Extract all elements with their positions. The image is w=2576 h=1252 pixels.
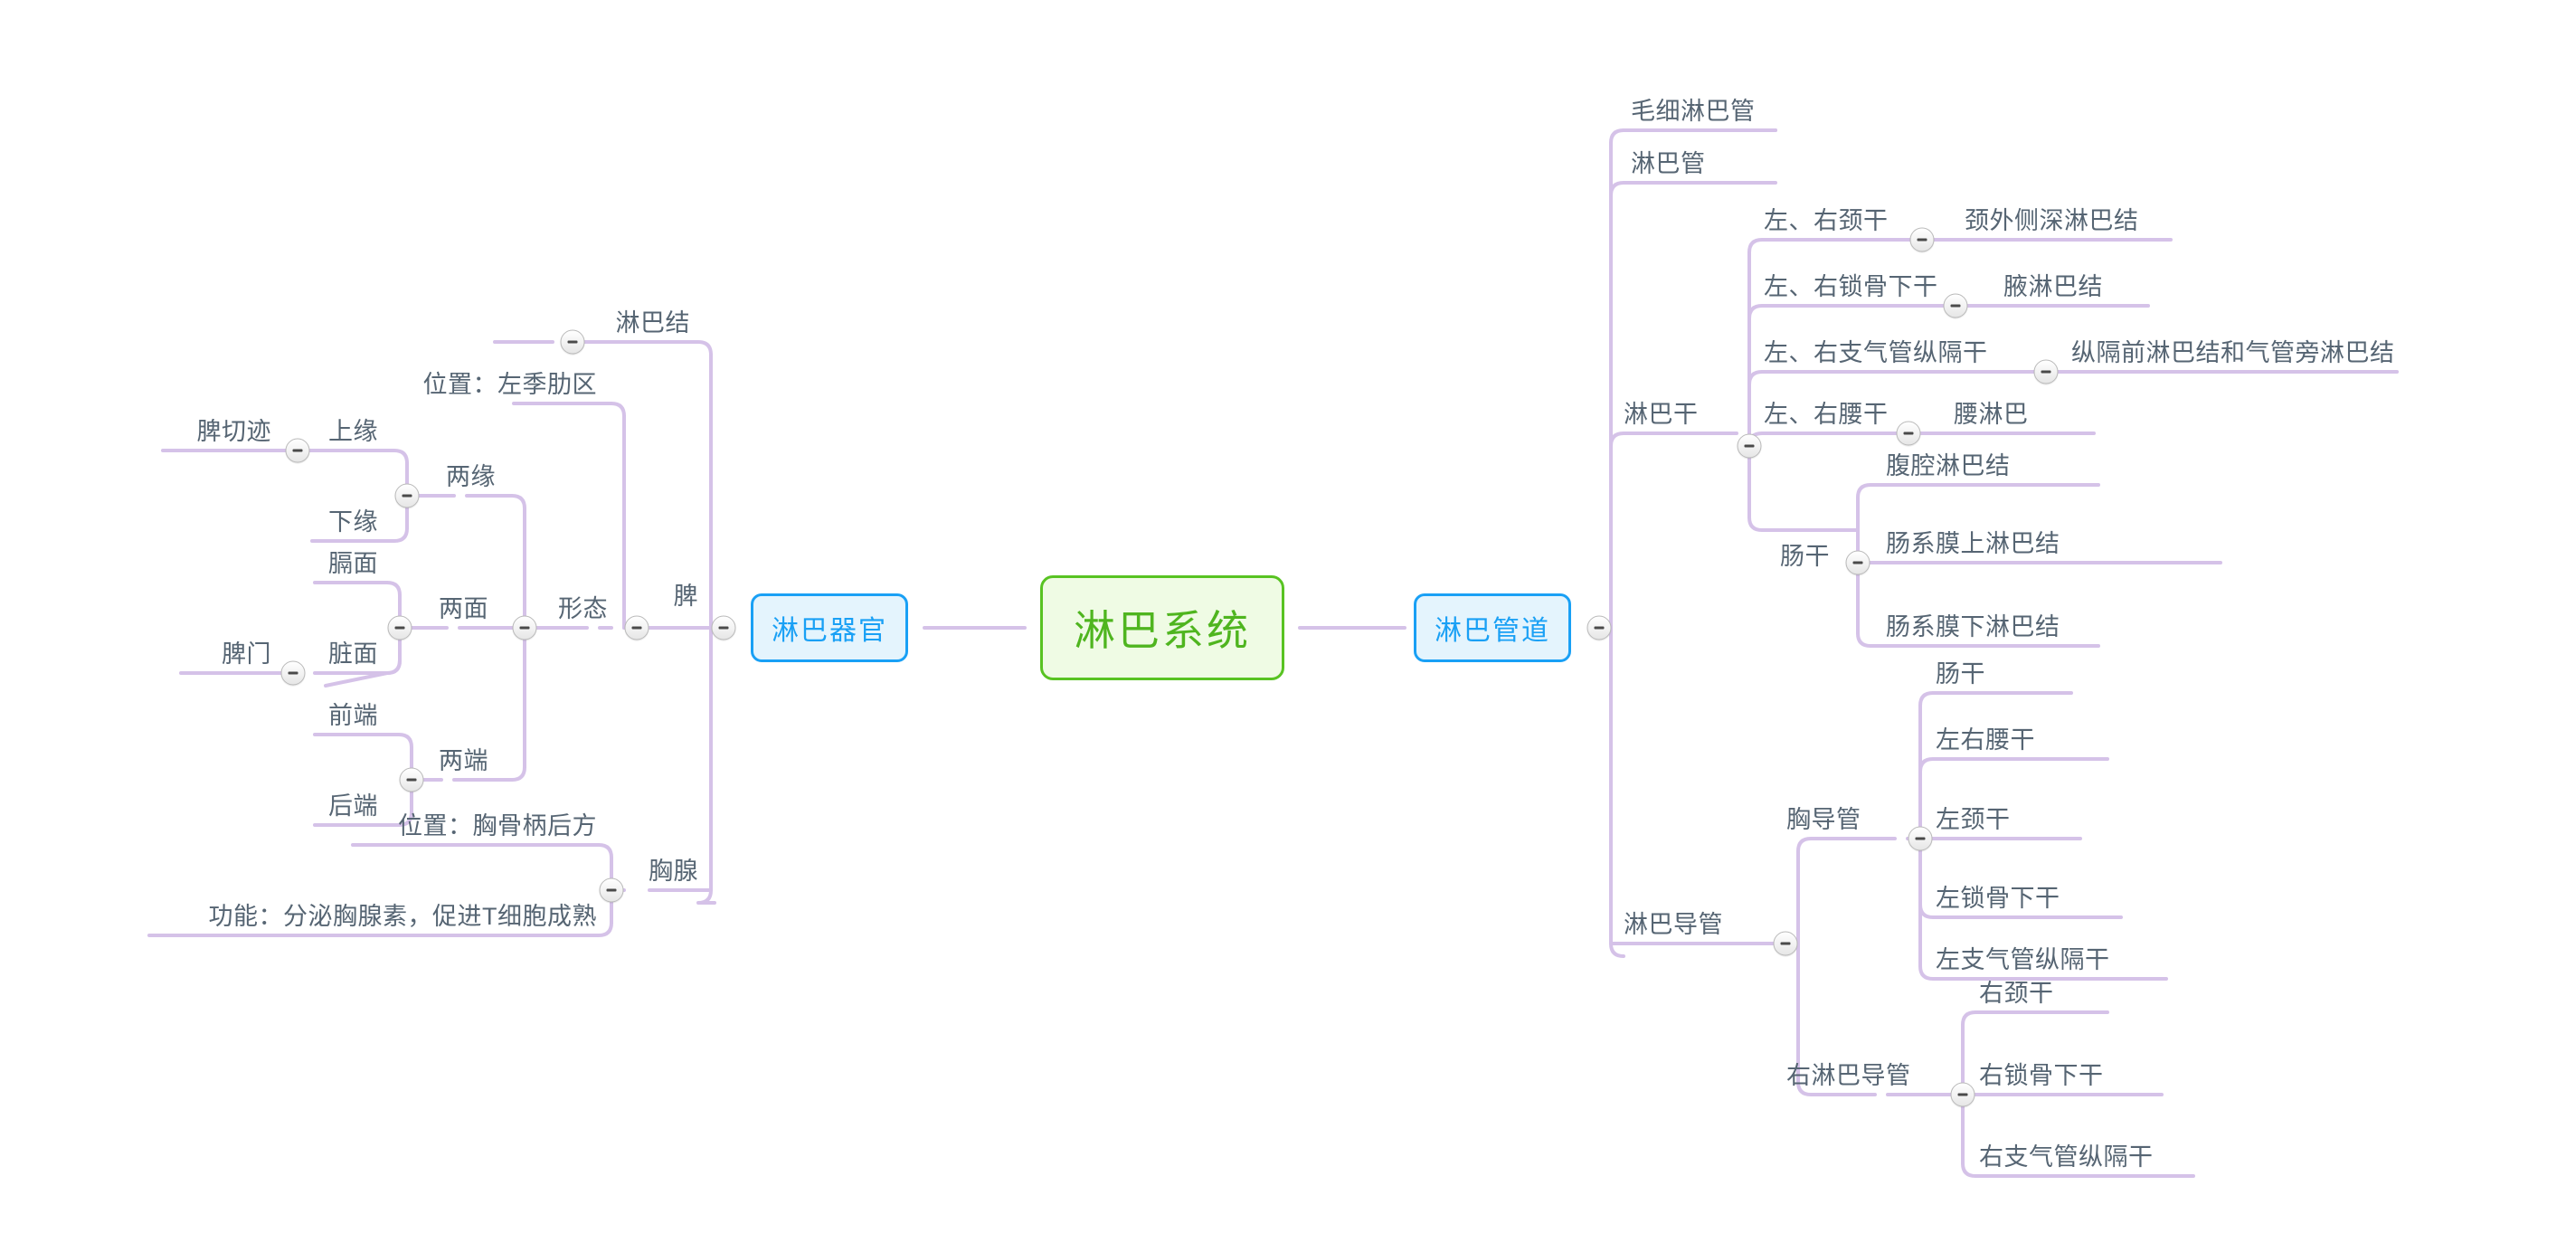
label-axillary-nodes[interactable]: 腋淋巴结 [2003, 273, 2103, 300]
label-td-left-subclavian-trunk[interactable]: 左锁骨下干 [1936, 885, 2060, 912]
branch-node-lymphoid-organs[interactable]: 淋巴器官 [751, 593, 908, 662]
label-thymus-position[interactable]: 位置：胸骨柄后方 [398, 812, 597, 839]
label-celiac-nodes[interactable]: 腹腔淋巴结 [1886, 452, 2011, 479]
label-rld-right-cervical-trunk[interactable]: 右颈干 [1979, 980, 2054, 1007]
label-rld-right-subclavian-trunk[interactable]: 右锁骨下干 [1979, 1062, 2104, 1089]
root-node-lymphatic-system[interactable]: 淋巴系统 [1040, 575, 1284, 680]
label-inferior-mesenteric-nodes[interactable]: 肠系膜下淋巴结 [1886, 613, 2060, 640]
label-thymus-function[interactable]: 功能：分泌胸腺素，促进T细胞成熟 [208, 903, 597, 930]
collapse-toggle-spleen[interactable] [624, 615, 649, 640]
collapse-toggle-lymph-duct[interactable] [1773, 931, 1798, 956]
collapse-toggle-lumbar-trunk[interactable] [1896, 421, 1921, 446]
label-visceral-face[interactable]: 脏面 [328, 640, 378, 668]
label-td-intestinal-trunk[interactable]: 肠干 [1936, 660, 1985, 688]
label-deep-lateral-cervical-nodes[interactable]: 颈外侧深淋巴结 [1965, 207, 2139, 234]
collapse-toggle-spleen-form[interactable] [512, 615, 537, 640]
label-td-lumbar-trunks[interactable]: 左右腰干 [1936, 726, 2035, 754]
label-superior-mesenteric-nodes[interactable]: 肠系膜上淋巴结 [1886, 530, 2060, 557]
collapse-toggle-lymphoid-organs[interactable] [711, 615, 736, 640]
label-diaphragmatic-face[interactable]: 膈面 [328, 550, 378, 577]
collapse-toggle-visceral-face[interactable] [280, 660, 306, 686]
collapse-toggle-thoracic-duct[interactable] [1908, 826, 1933, 851]
label-rld-right-bronchomediastinal-trunk[interactable]: 右支气管纵隔干 [1979, 1143, 2154, 1171]
label-anterior-mediastinal-paratracheal-nodes[interactable]: 纵隔前淋巴结和气管旁淋巴结 [2071, 339, 2395, 366]
label-td-left-cervical-trunk[interactable]: 左颈干 [1936, 806, 2011, 833]
collapse-toggle-two-faces[interactable] [387, 615, 412, 640]
collapse-toggle-two-ends[interactable] [399, 767, 424, 792]
label-two-edges[interactable]: 两缘 [446, 463, 496, 490]
collapse-toggle-subclavian-trunk[interactable] [1943, 293, 1968, 318]
label-lumbar-lymph[interactable]: 腰淋巴 [1954, 401, 2029, 428]
collapse-toggle-two-edges[interactable] [394, 483, 420, 508]
label-spleen[interactable]: 脾 [673, 583, 698, 610]
label-splenic-notch[interactable]: 脾切迹 [196, 418, 271, 445]
label-upper-edge[interactable]: 上缘 [328, 418, 378, 445]
label-two-faces[interactable]: 两面 [439, 595, 488, 622]
collapse-toggle-intestinal-trunk[interactable] [1845, 550, 1870, 575]
label-back-end[interactable]: 后端 [328, 792, 378, 820]
label-front-end[interactable]: 前端 [328, 702, 378, 729]
label-intestinal-trunk[interactable]: 肠干 [1780, 543, 1830, 570]
label-lymph-node[interactable]: 淋巴结 [615, 309, 690, 337]
label-capillary-lymph-vessel[interactable]: 毛细淋巴管 [1631, 98, 1756, 125]
label-cervical-trunk[interactable]: 左、右颈干 [1764, 207, 1889, 234]
label-lymph-trunk[interactable]: 淋巴干 [1624, 401, 1699, 428]
collapse-toggle-upper-edge[interactable] [285, 438, 310, 463]
label-spleen-form[interactable]: 形态 [558, 595, 608, 622]
collapse-toggle-thymus[interactable] [599, 877, 624, 903]
label-lumbar-trunk[interactable]: 左、右腰干 [1764, 401, 1889, 428]
label-lower-edge[interactable]: 下缘 [328, 508, 378, 536]
label-td-left-bronchomediastinal-trunk[interactable]: 左支气管纵隔干 [1936, 946, 2110, 973]
label-lymph-duct[interactable]: 淋巴导管 [1624, 911, 1723, 938]
collapse-toggle-lymph-trunk[interactable] [1737, 433, 1762, 459]
collapse-toggle-bronchomediastinal-trunk[interactable] [2033, 359, 2059, 384]
label-thoracic-duct[interactable]: 胸导管 [1786, 806, 1861, 833]
label-lymph-vessel[interactable]: 淋巴管 [1631, 150, 1706, 177]
collapse-toggle-lymph-node[interactable] [560, 329, 585, 355]
collapse-toggle-cervical-trunk[interactable] [1909, 227, 1935, 252]
label-spleen-position[interactable]: 位置：左季肋区 [422, 371, 597, 398]
label-right-lymph-duct[interactable]: 右淋巴导管 [1786, 1062, 1911, 1089]
collapse-toggle-lymphatic-vessels[interactable] [1586, 615, 1612, 640]
label-subclavian-trunk[interactable]: 左、右锁骨下干 [1764, 273, 1938, 300]
collapse-toggle-right-lymph-duct[interactable] [1950, 1082, 1975, 1107]
label-bronchomediastinal-trunk[interactable]: 左、右支气管纵隔干 [1764, 339, 1988, 366]
label-thymus[interactable]: 胸腺 [649, 858, 698, 885]
branch-node-lymphatic-vessels[interactable]: 淋巴管道 [1414, 593, 1571, 662]
label-two-ends[interactable]: 两端 [439, 747, 488, 774]
label-splenic-hilum[interactable]: 脾门 [222, 640, 271, 668]
